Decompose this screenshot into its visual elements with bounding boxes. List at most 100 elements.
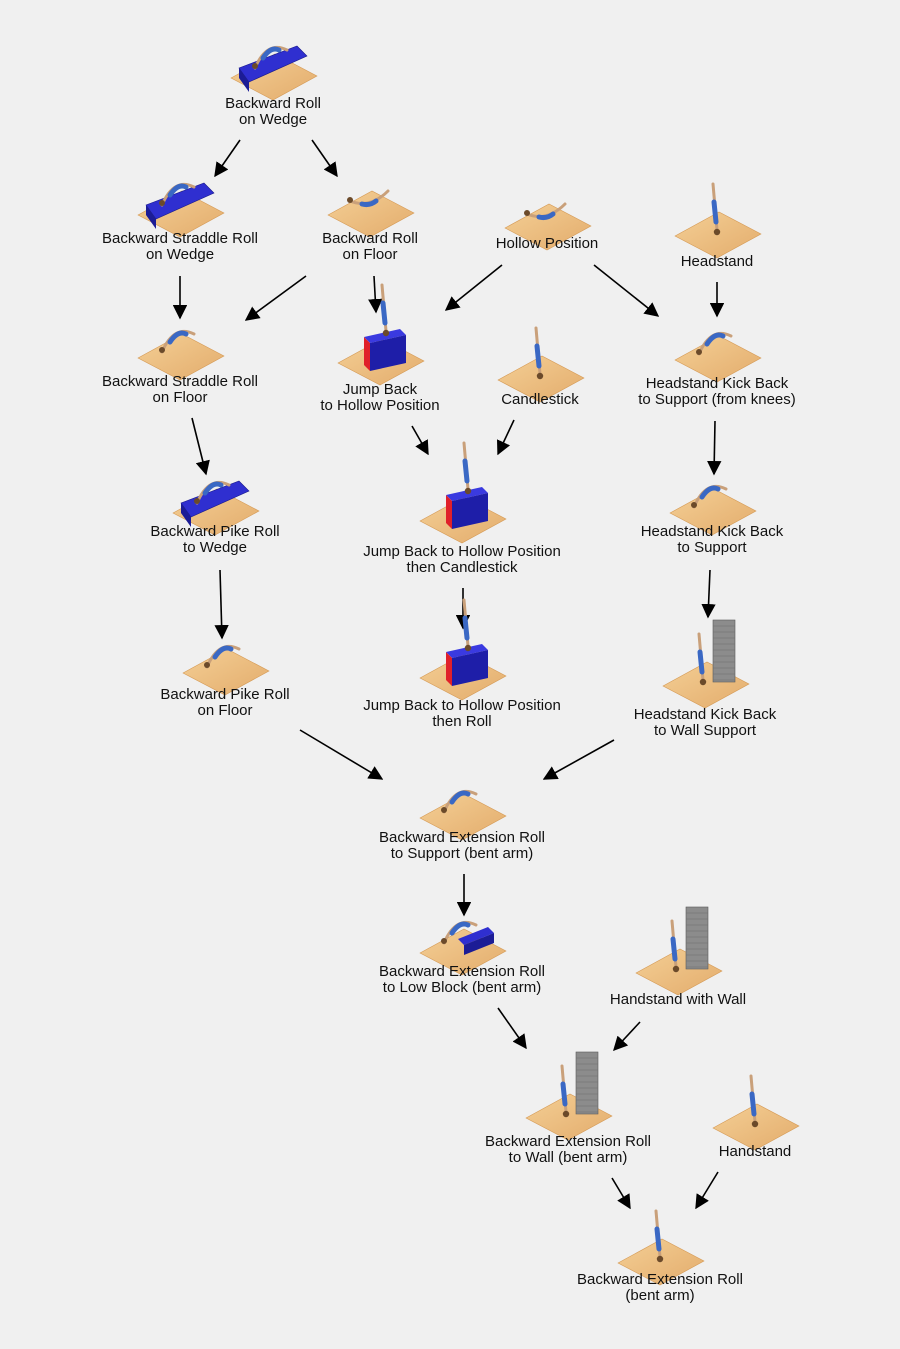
node-label: Jump Back to Hollow Position — [363, 697, 561, 714]
node-bwd-ext-roll: Backward Extension Roll(bent arm) — [577, 1209, 743, 1304]
gymnast-icon — [691, 484, 728, 509]
gymnast-icon — [194, 480, 231, 505]
node-label: Backward Extension Roll — [577, 1271, 743, 1288]
gymnast-icon — [670, 919, 680, 973]
node-label: Jump Back — [343, 381, 418, 398]
arrow-bwd-pike-wedge-to-bwd-pike-floor — [214, 569, 229, 640]
floor-mat-icon — [504, 203, 592, 251]
gymnast-icon — [696, 331, 733, 356]
gymnast-icon — [711, 182, 721, 236]
wedge-mat-icon — [180, 480, 250, 527]
floor-mat-icon — [635, 948, 723, 996]
node-label: Backward Straddle Roll — [102, 230, 258, 247]
node-candlestick: Candlestick — [497, 326, 585, 408]
node-label: Headstand Kick Back — [641, 523, 784, 540]
gymnast-icon — [697, 632, 707, 686]
arrow-headstand-kick-support-to-headstand-kick-wall — [701, 569, 716, 619]
gymnast-icon — [380, 283, 390, 337]
gymnast-icon — [204, 644, 241, 669]
gymnast-icon — [159, 329, 196, 354]
node-label: Jump Back to Hollow Position — [363, 543, 561, 560]
node-label: on Floor — [342, 246, 397, 263]
node-label: Backward Straddle Roll — [102, 373, 258, 390]
node-label: Backward Extension Roll — [485, 1133, 651, 1150]
gymnast-icon — [524, 202, 567, 221]
node-label: on Floor — [152, 389, 207, 406]
node-label: Headstand Kick Back — [646, 375, 789, 392]
floor-mat-icon — [662, 661, 750, 709]
arrow-hollow-position-to-headstand-kick-knees — [593, 264, 660, 317]
arrow-bwd-ext-low-block-to-bwd-ext-wall — [497, 1007, 527, 1050]
gymnast-icon — [441, 920, 478, 945]
arrow-hollow-position-to-jump-back-hollow — [444, 264, 503, 311]
node-handstand-wall: Handstand with Wall — [610, 906, 746, 1008]
node-label: then Roll — [432, 713, 491, 730]
gymnast-icon — [159, 182, 196, 207]
node-label: to Low Block (bent arm) — [383, 979, 541, 996]
arrow-bwd-straddle-floor-to-bwd-pike-wedge — [191, 417, 210, 476]
node-label: to Support (from knees) — [638, 391, 796, 408]
arrow-handstand-wall-to-bwd-ext-wall — [613, 1021, 641, 1052]
node-label: Backward Extension Roll — [379, 829, 545, 846]
node-label: Backward Roll — [225, 95, 321, 112]
arrow-bwd-pike-floor-to-bwd-ext-support — [299, 729, 384, 780]
node-label: Backward Pike Roll — [160, 686, 289, 703]
wall-icon — [575, 1051, 599, 1115]
node-label: Handstand with Wall — [610, 991, 746, 1008]
node-label: on Wedge — [146, 246, 214, 263]
low-block-icon — [458, 927, 494, 955]
node-label: Handstand — [719, 1143, 792, 1160]
node-label: Hollow Position — [496, 235, 599, 252]
node-label: to Wall (bent arm) — [509, 1149, 628, 1166]
arrow-bwd-roll-wedge-to-bwd-roll-floor — [311, 139, 338, 178]
node-label: to Hollow Position — [320, 397, 439, 414]
gymnast-icon — [560, 1064, 570, 1118]
node-label: to Support (bent arm) — [391, 845, 534, 862]
gymnast-icon — [347, 189, 390, 208]
gymnast-icon — [534, 326, 544, 380]
arrow-candlestick-to-jump-back-candlestick — [497, 419, 515, 456]
node-handstand: Handstand — [712, 1074, 800, 1160]
gymnast-icon — [654, 1209, 664, 1263]
node-label: on Wedge — [239, 111, 307, 128]
node-label: Headstand — [681, 253, 754, 270]
node-label: Backward Roll — [322, 230, 418, 247]
node-label: to Wedge — [183, 539, 247, 556]
wedge-mat-icon — [238, 45, 308, 92]
arrow-headstand-kick-wall-to-bwd-ext-support — [542, 739, 615, 780]
gymnast-icon — [462, 598, 472, 652]
gymnast-icon — [441, 789, 478, 814]
gymnast-icon — [462, 441, 472, 495]
arrow-headstand-kick-knees-to-headstand-kick-support — [707, 420, 722, 476]
node-label: (bent arm) — [625, 1287, 694, 1304]
node-headstand-1: Headstand — [674, 182, 762, 270]
node-hollow-position: Hollow Position — [496, 202, 599, 252]
node-label: on Floor — [197, 702, 252, 719]
wedge-mat-icon — [145, 182, 215, 229]
arrow-handstand-to-bwd-ext-roll — [695, 1171, 719, 1210]
arrow-bwd-roll-floor-to-jump-back-hollow — [368, 275, 383, 314]
arrow-jump-back-hollow-to-jump-back-candlestick — [411, 425, 429, 456]
node-label: Candlestick — [501, 391, 579, 408]
vault-block-icon — [446, 644, 488, 686]
node-label: to Wall Support — [654, 722, 757, 739]
arrow-bwd-roll-wedge-to-bwd-straddle-wedge — [214, 139, 241, 178]
wall-icon — [712, 619, 736, 683]
gymnast-icon — [749, 1074, 759, 1128]
